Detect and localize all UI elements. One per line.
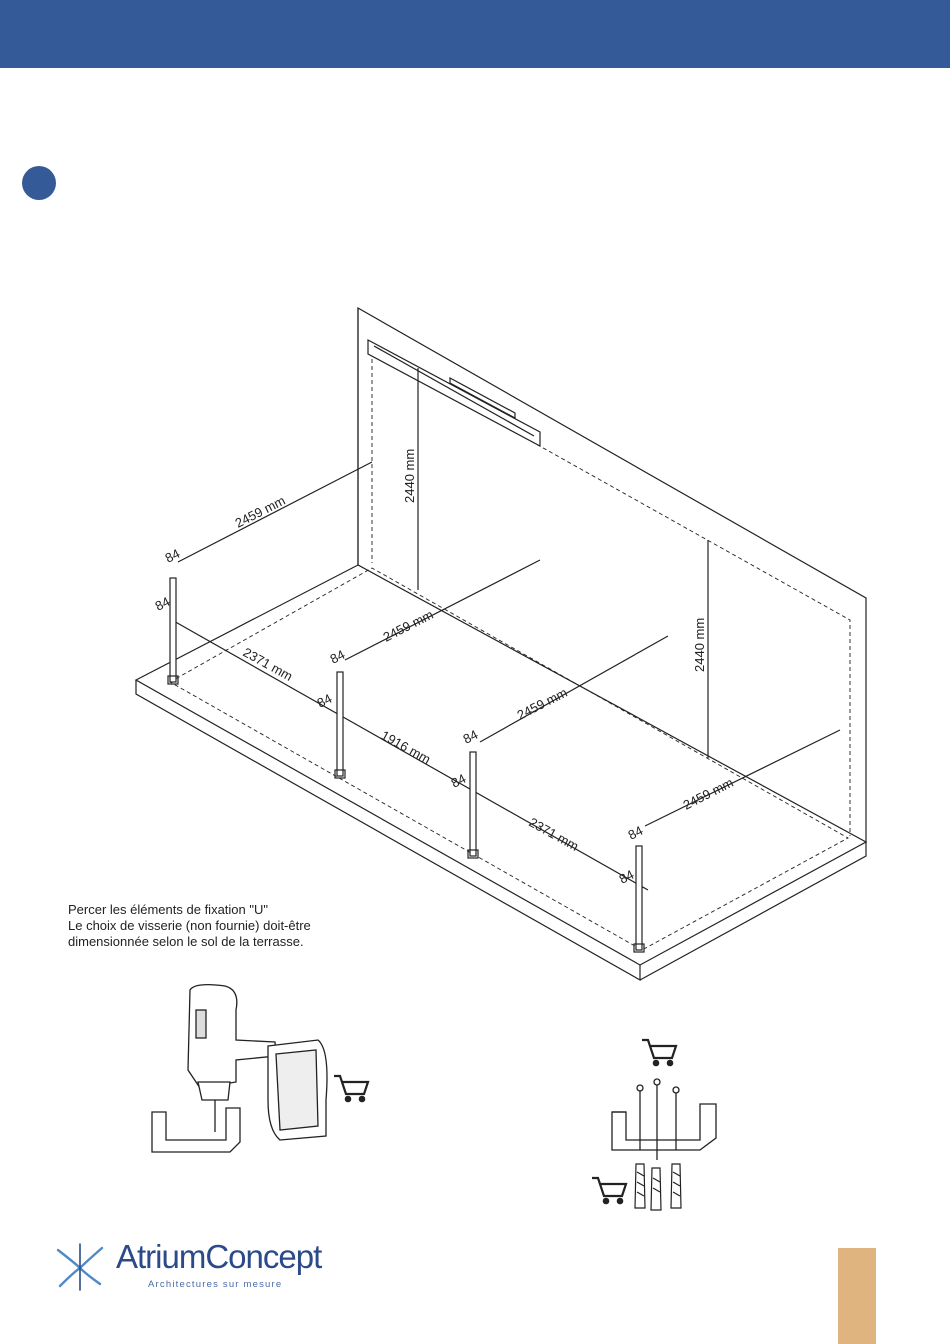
u-bracket-icon: [612, 1104, 716, 1150]
dim-wall-width: 2459 mm: [233, 493, 288, 531]
brand-name: AtriumConcept: [116, 1238, 321, 1276]
post-offset-label: 84: [163, 546, 183, 566]
post-offset-label: 84: [153, 594, 173, 614]
page-tab: [838, 1248, 876, 1344]
company-logo: AtriumConcept Architectures sur mesure: [52, 1238, 322, 1298]
cart-icon: [592, 1178, 626, 1203]
wall-plug-icon: [635, 1164, 681, 1210]
instruction-line: dimensionnée selon le sol de la terrasse…: [68, 934, 388, 950]
cart-icon: [334, 1076, 368, 1101]
cart-icon: [642, 1040, 676, 1065]
drill-icon: [152, 985, 327, 1152]
post-1: [170, 578, 176, 682]
post-2: [337, 672, 343, 776]
instruction-line: Le choix de visserie (non fournie) doit-…: [68, 918, 388, 934]
drilling-instructions: Percer les éléments de fixation "U" Le c…: [68, 902, 388, 950]
post-3: [470, 752, 476, 856]
post-4: [636, 846, 642, 950]
brand-tagline: Architectures sur mesure: [148, 1279, 282, 1290]
star-logo-icon: [52, 1242, 108, 1292]
dim-height-right: 2440 mm: [692, 618, 707, 672]
instruction-line: Percer les éléments de fixation "U": [68, 902, 388, 918]
dim-height-left: 2440 mm: [402, 449, 417, 503]
